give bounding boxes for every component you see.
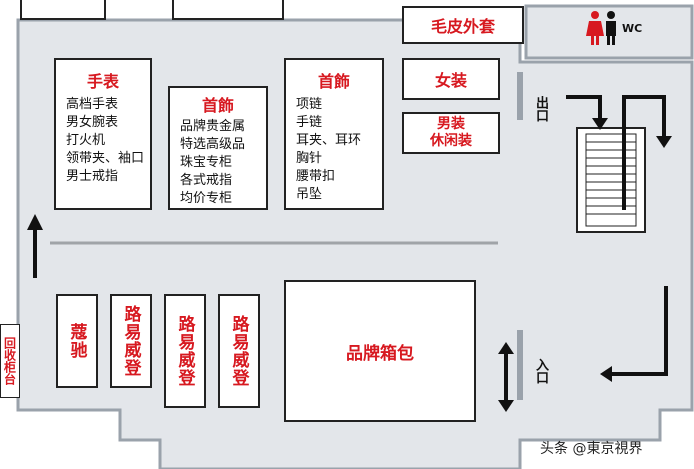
shop-lv-3[interactable]: 路易威登 <box>218 294 260 408</box>
entrance-label: 入口 <box>533 358 548 384</box>
wc-label: WC <box>622 22 643 35</box>
list-item: 吊坠 <box>296 187 323 202</box>
shop-casual-label: 休闲装 <box>430 133 472 149</box>
list-item: 高档手表 <box>66 97 119 112</box>
list-item: 男女腕表 <box>66 115 119 130</box>
shop-watches-title: 手表 <box>86 72 119 91</box>
shop-fur-coat[interactable]: 毛皮外套 <box>402 6 524 44</box>
list-item: 各式戒指 <box>180 173 233 188</box>
list-item: 腰带扣 <box>296 169 336 184</box>
shop-jewelry-b[interactable]: 首飾 项链 手链 耳夹、耳环 胸针 腰带扣 吊坠 <box>284 58 384 210</box>
female-restroom-icon <box>586 11 604 45</box>
male-restroom-icon <box>606 11 616 45</box>
list-item: 男士戒指 <box>66 169 119 184</box>
shop-watches-list: 高档手表 男女腕表 打火机 领带夹、袖口 男士戒指 <box>56 96 150 186</box>
shop-lv-3-label: 路易威登 <box>228 315 249 387</box>
shop-jewelry-a-list: 品牌贵金属 特选高级品 珠宝专柜 各式戒指 均价专柜 <box>170 118 266 208</box>
upper-store-left <box>20 0 106 20</box>
shop-men-label: 男装 <box>437 116 465 132</box>
list-item: 领带夹、袖口 <box>66 151 145 166</box>
shop-women[interactable]: 女装 <box>402 58 500 100</box>
shop-lv-2[interactable]: 路易威登 <box>164 294 206 408</box>
list-item: 手链 <box>296 115 323 130</box>
upper-store-middle <box>172 0 284 20</box>
list-item: 胸针 <box>296 151 323 166</box>
shop-coach[interactable]: 蔻驰 <box>56 294 98 388</box>
shop-lv-2-label: 路易威登 <box>174 315 195 387</box>
exit-label: 出口 <box>533 96 548 122</box>
recycle-counter-label: 回收柜台 <box>2 337 17 385</box>
direction-arrow-icon <box>33 95 668 402</box>
escalator-icon <box>576 127 646 233</box>
recycle-counter[interactable]: 回收柜台 <box>0 324 20 398</box>
shop-watches[interactable]: 手表 高档手表 男女腕表 打火机 领带夹、袖口 男士戒指 <box>54 58 152 210</box>
shop-fur-coat-label: 毛皮外套 <box>430 17 495 36</box>
shop-jewelry-a[interactable]: 首飾 品牌贵金属 特选高级品 珠宝专柜 各式戒指 均价专柜 <box>168 86 268 210</box>
list-item: 项链 <box>296 97 323 112</box>
list-item: 珠宝专柜 <box>180 155 233 170</box>
list-item: 均价专柜 <box>180 191 233 206</box>
shop-women-label: 女装 <box>434 71 467 90</box>
list-item: 品牌贵金属 <box>180 119 246 134</box>
arrowhead-marks <box>27 118 672 412</box>
shop-lv-1-label: 路易威登 <box>120 305 141 377</box>
shop-men-casual[interactable]: 男装 休闲装 <box>402 112 500 154</box>
shop-coach-label: 蔻驰 <box>66 323 87 359</box>
shop-jewelry-b-title: 首飾 <box>317 72 350 91</box>
shop-handbags[interactable]: 品牌箱包 <box>284 280 476 422</box>
shop-jewelry-b-list: 项链 手链 耳夹、耳环 胸针 腰带扣 吊坠 <box>286 96 382 204</box>
list-item: 耳夹、耳环 <box>296 133 362 148</box>
shop-lv-1[interactable]: 路易威登 <box>110 294 152 388</box>
list-item: 特选高级品 <box>180 137 246 152</box>
list-item: 打火机 <box>66 133 106 148</box>
watermark: 头条 @東京視界 <box>540 441 643 457</box>
shop-jewelry-a-title: 首飾 <box>201 96 234 115</box>
shop-handbags-label: 品牌箱包 <box>346 343 414 364</box>
